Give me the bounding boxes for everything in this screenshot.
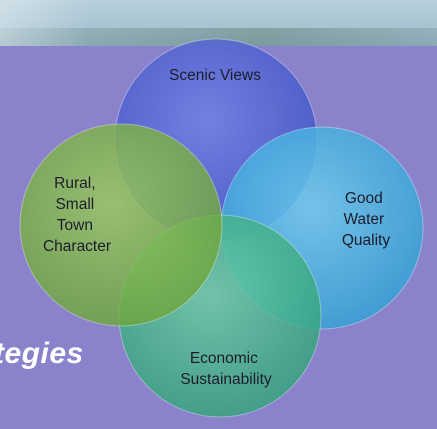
- photo-haze: [0, 28, 437, 46]
- photo-fade: [0, 0, 90, 46]
- label-economic-sustainability: Economic Sustainability: [180, 350, 272, 388]
- label-rural-small-town-character: Rural, Small Town Character: [43, 175, 111, 255]
- label-good-water-quality: Good Water Quality: [342, 190, 390, 249]
- slide-heading-partial: tegies: [0, 337, 84, 370]
- label-scenic-views: Scenic Views: [169, 67, 261, 84]
- header-photo-strip: [0, 0, 437, 46]
- circle-rural-small-town-character: [19, 123, 223, 327]
